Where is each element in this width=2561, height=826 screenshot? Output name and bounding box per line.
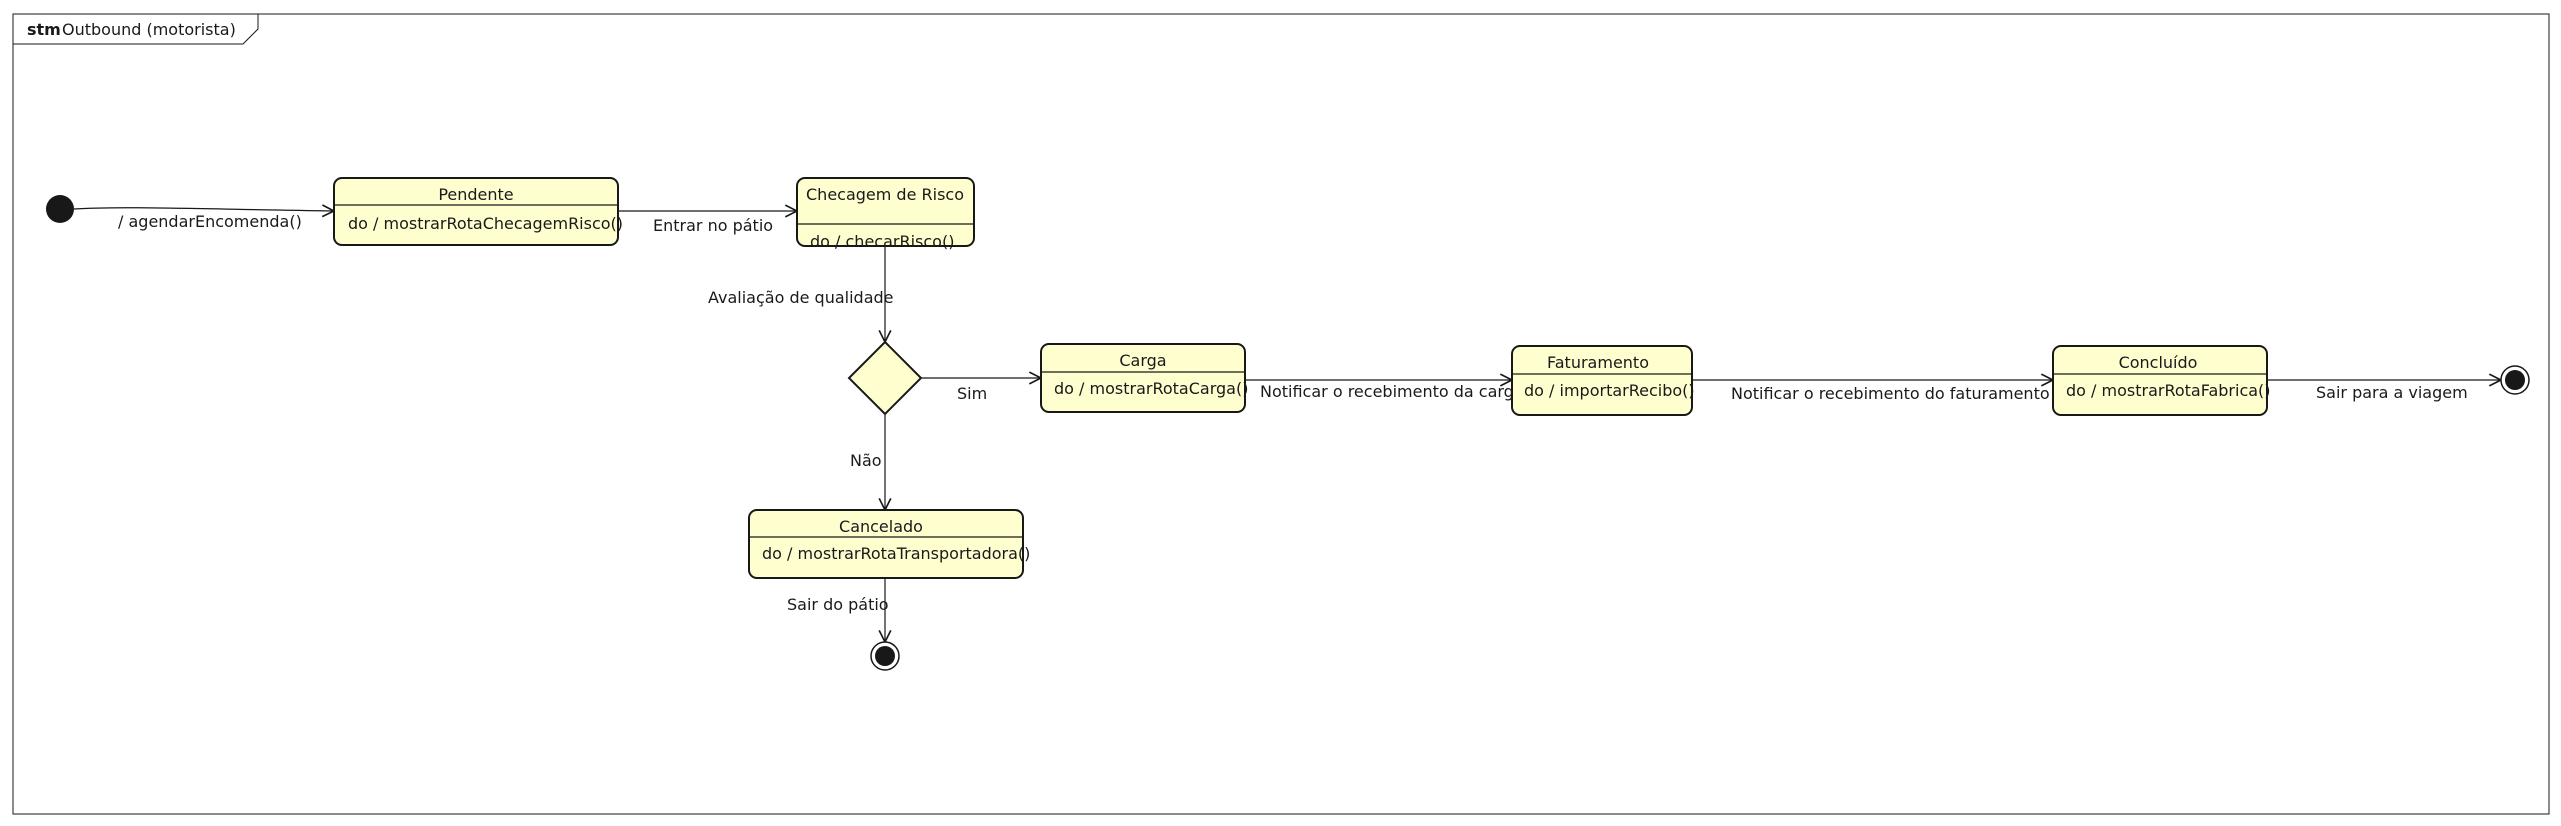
frame-title: Outbound (motorista) <box>62 20 236 39</box>
final-state-bottom <box>870 641 900 671</box>
state-checagem-de-risco: Checagem de Risco do / checarRisco() <box>796 177 975 251</box>
state-name: Carga <box>1119 351 1166 370</box>
state-activity: do / mostrarRotaChecagemRisco() <box>348 214 623 233</box>
diagram-frame <box>12 13 2550 815</box>
state-pendente: Pendente do / mostrarRotaChecagemRisco() <box>333 177 623 246</box>
transition-label-nao: Não <box>850 451 882 470</box>
final-state-right <box>2500 365 2530 395</box>
transition-label-agendar: / agendarEncomenda() <box>118 212 302 231</box>
state-name: Faturamento <box>1547 353 1649 372</box>
state-concluido: Concluído do / mostrarRotaFabrica() <box>2052 345 2271 416</box>
state-name: Concluído <box>2119 353 2198 372</box>
initial-state <box>46 195 74 223</box>
state-box <box>1040 343 1246 413</box>
state-activity: do / mostrarRotaCarga() <box>1054 379 1248 398</box>
transition-label-avaliacao: Avaliação de qualidade <box>708 288 894 307</box>
state-box <box>748 509 1024 579</box>
state-activity: do / checarRisco() <box>810 232 954 251</box>
transition-label-notificar-faturamento: Notificar o recebimento do faturamento <box>1731 384 2050 403</box>
transition-initial-to-pendente <box>73 208 334 211</box>
frame-tab <box>13 14 259 45</box>
transition-label-sair-patio: Sair do pátio <box>787 595 889 614</box>
transition-label-notificar-carga: Notificar o recebimento da carga <box>1260 382 1524 401</box>
state-name: Pendente <box>438 185 513 204</box>
state-name: Cancelado <box>839 517 923 536</box>
decision-node <box>847 340 923 416</box>
state-faturamento: Faturamento do / importarRecibo() <box>1511 345 1695 416</box>
state-cancelado: Cancelado do / mostrarRotaTransportadora… <box>748 509 1030 579</box>
state-activity: do / mostrarRotaFabrica() <box>2066 381 2271 400</box>
state-carga: Carga do / mostrarRotaCarga() <box>1040 343 1248 413</box>
transition-label-sair-viagem: Sair para a viagem <box>2316 383 2468 402</box>
transition-label-entrar: Entrar no pátio <box>653 216 773 235</box>
transition-label-sim: Sim <box>957 384 987 403</box>
state-name: Checagem de Risco <box>806 185 964 204</box>
frame-keyword: stm <box>27 20 61 39</box>
state-activity: do / mostrarRotaTransportadora() <box>762 544 1030 563</box>
state-activity: do / importarRecibo() <box>1524 381 1695 400</box>
